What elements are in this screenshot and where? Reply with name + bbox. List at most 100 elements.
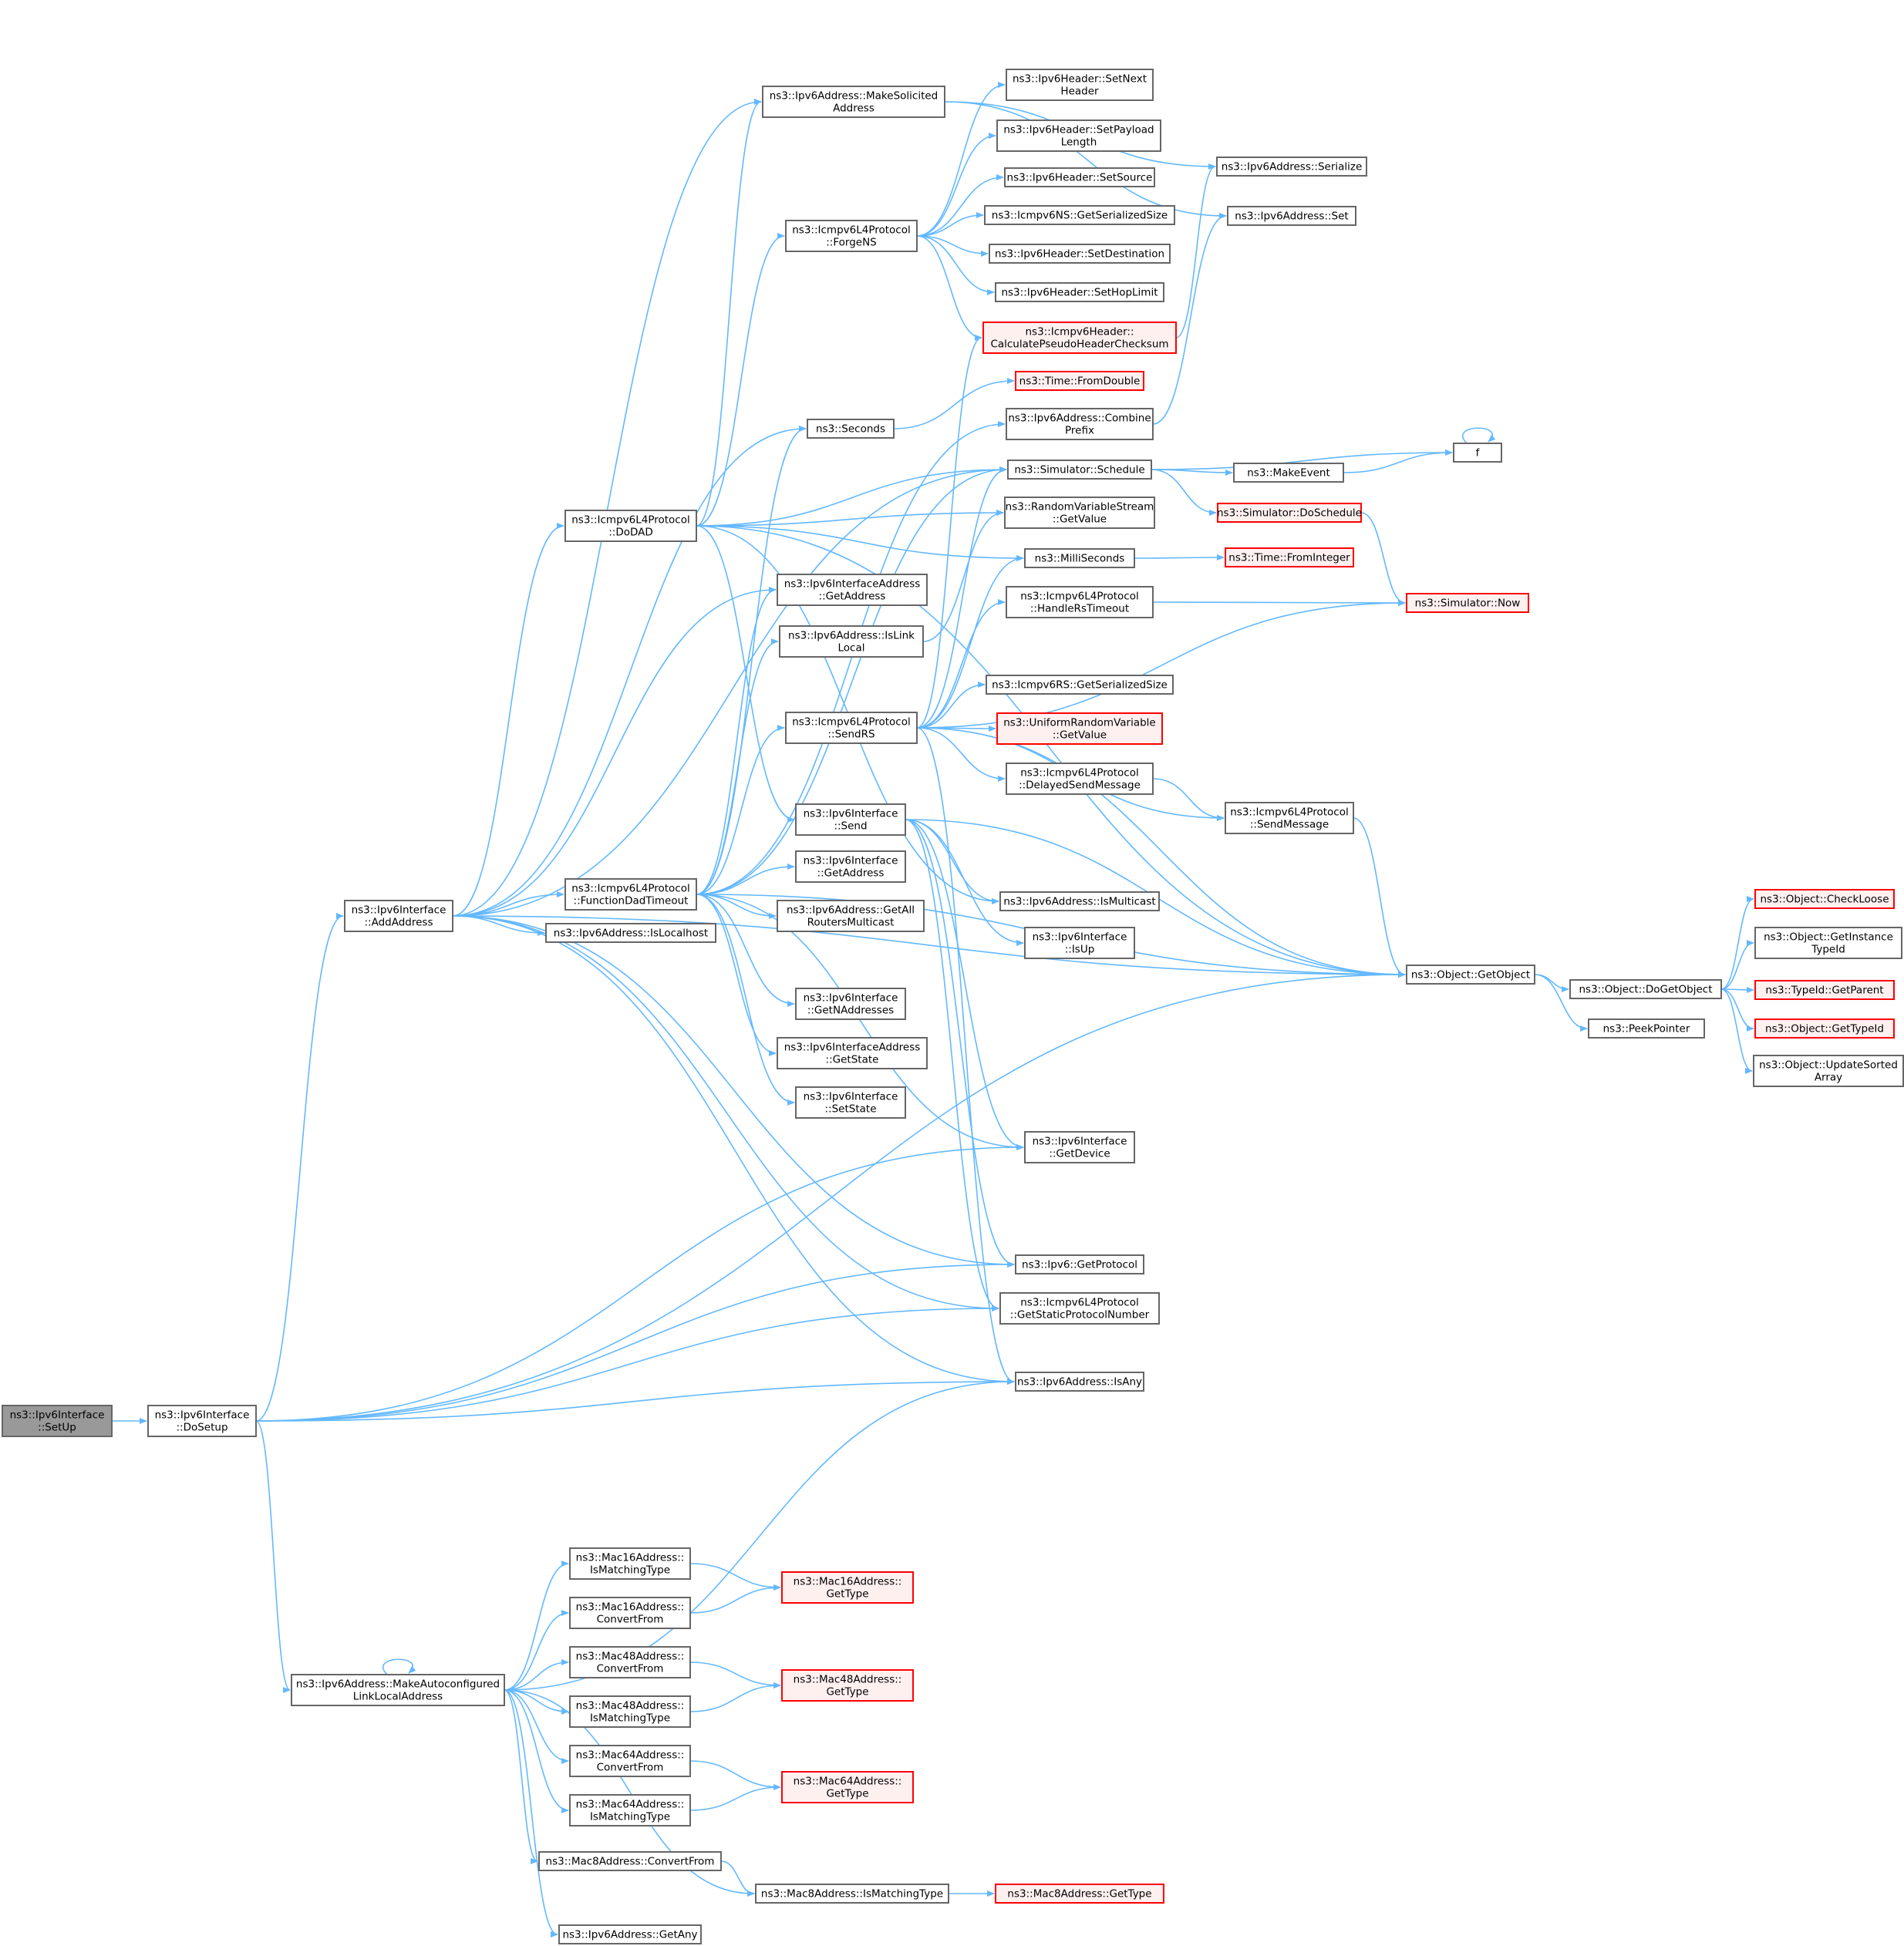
node-label: ::SendMessage (1250, 819, 1329, 831)
node-dosetup[interactable]: ns3::Ipv6Interface::DoSetup (147, 1405, 257, 1437)
node-peekpointer[interactable]: ns3::PeekPointer (1588, 1018, 1705, 1039)
edge-makeautoll-to-makeautoll (382, 1658, 416, 1675)
node-label: ns3::Mac16Address:: (794, 1576, 902, 1588)
node-mac8-gettype[interactable]: ns3::Mac8Address::GetType (995, 1884, 1164, 1904)
node-calcpseudo[interactable]: ns3::Icmpv6Header::CalculatePseudoHeader… (982, 322, 1177, 354)
node-box (779, 625, 924, 658)
node-ismulticast[interactable]: ns3::Ipv6Address::IsMulticast (999, 891, 1160, 911)
node-islocalhost[interactable]: ns3::Ipv6Address::IsLocalhost (545, 923, 716, 943)
node-box (1024, 1131, 1135, 1163)
node-fromdouble[interactable]: ns3::Time::FromDouble (1015, 371, 1144, 391)
node-isup[interactable]: ns3::Ipv6Interface::IsUp (1024, 927, 1135, 959)
node-getobject[interactable]: ns3::Object::GetObject (1406, 965, 1535, 985)
edge-makeautoll-to-mac8-ismatch-group (504, 1689, 755, 1897)
node-mac16-ismatch[interactable]: ns3::Mac16Address::IsMatchingType (569, 1547, 691, 1580)
node-now[interactable]: ns3::Simulator::Now (1406, 593, 1529, 613)
node-setdest[interactable]: ns3::Ipv6Header::SetDestination (989, 244, 1171, 264)
node-addaddress[interactable]: ns3::Ipv6Interface::AddAddress (344, 900, 453, 932)
node-mac16-gettype[interactable]: ns3::Mac16Address::GetType (781, 1571, 914, 1604)
node-handlerstimeout[interactable]: ns3::Icmpv6L4Protocol::HandleRsTimeout (1006, 586, 1154, 618)
node-getnaddr[interactable]: ns3::Ipv6Interface::GetNAddresses (795, 988, 906, 1020)
node-v6if-getaddr[interactable]: ns3::Ipv6Interface::GetAddress (795, 850, 906, 883)
node-mac8-convert[interactable]: ns3::Mac8Address::ConvertFrom (538, 1851, 722, 1871)
node-checkloose[interactable]: ns3::Object::CheckLoose (1754, 889, 1895, 909)
node-urv-getvalue[interactable]: ns3::UniformRandomVariable::GetValue (996, 712, 1163, 745)
node-getprotocol[interactable]: ns3::Ipv6::GetProtocol (1015, 1254, 1144, 1274)
node-getstaticproto[interactable]: ns3::Icmpv6L4Protocol::GetStaticProtocol… (999, 1292, 1160, 1325)
node-milliseconds[interactable]: ns3::MilliSeconds (1024, 548, 1135, 568)
node-getparent[interactable]: ns3::TypeId::GetParent (1754, 980, 1895, 1000)
node-getdevice[interactable]: ns3::Ipv6Interface::GetDevice (1024, 1131, 1135, 1163)
node-dodad[interactable]: ns3::Icmpv6L4Protocol::DoDAD (564, 510, 697, 542)
node-funcdad[interactable]: ns3::Icmpv6L4Protocol::FunctionDadTimeou… (564, 878, 697, 911)
node-label: ::GetState (826, 1054, 879, 1066)
node-gettypeid[interactable]: ns3::Object::GetTypeId (1754, 1018, 1895, 1039)
node-v6ifaddr-getaddr[interactable]: ns3::Ipv6InterfaceAddress::GetAddress (777, 574, 928, 606)
node-seconds[interactable]: ns3::Seconds (807, 419, 895, 439)
node-setup[interactable]: ns3::Ipv6Interface::SetUp (2, 1405, 113, 1437)
node-doschedule[interactable]: ns3::Simulator::DoSchedule (1217, 503, 1362, 523)
node-label: ::DelayedSendMessage (1019, 779, 1141, 792)
node-box (1006, 408, 1154, 440)
node-f[interactable]: f (1453, 443, 1502, 463)
node-dogetobject[interactable]: ns3::Object::DoGetObject (1569, 979, 1722, 999)
node-mac64-convert[interactable]: ns3::Mac64Address::ConvertFrom (569, 1745, 691, 1777)
node-mac64-gettype[interactable]: ns3::Mac64Address::GetType (781, 1771, 914, 1803)
node-sethoplimit[interactable]: ns3::Ipv6Header::SetHopLimit (995, 282, 1164, 302)
node-mac48-ismatch[interactable]: ns3::Mac48Address::IsMatchingType (569, 1695, 691, 1728)
node-mac16-convert[interactable]: ns3::Mac16Address::ConvertFrom (569, 1597, 691, 1629)
node-rvs-getvalue[interactable]: ns3::RandomVariableStream::GetValue (1004, 497, 1155, 529)
node-isany[interactable]: ns3::Ipv6Address::IsAny (1015, 1372, 1144, 1392)
node-frominteger[interactable]: ns3::Time::FromInteger (1225, 547, 1354, 567)
node-serialize[interactable]: ns3::Ipv6Address::Serialize (1216, 157, 1367, 177)
node-mac48-gettype[interactable]: ns3::Mac48Address::GetType (781, 1669, 914, 1702)
edge-funcdad-to-getallrouters-group (696, 894, 777, 919)
edge-funcdad-to-sendrs-group (696, 725, 785, 895)
node-box (1004, 497, 1155, 529)
node-makeautoll[interactable]: ns3::Ipv6Address::MakeAutoconfiguredLink… (291, 1674, 505, 1706)
node-ns-getsize[interactable]: ns3::Icmpv6NS::GetSerializedSize (984, 205, 1175, 225)
node-sendmessage[interactable]: ns3::Icmpv6L4Protocol::SendMessage (1225, 802, 1354, 834)
edge-schedule-to-makeevent (1151, 469, 1233, 476)
node-label: ns3::Ipv6Address::GetAny (562, 1929, 697, 1941)
edge-dogetobject-to-checkloose-group (1720, 896, 1754, 990)
node-sendrs[interactable]: ns3::Icmpv6L4Protocol::SendRS (785, 712, 918, 744)
node-box (1754, 1018, 1895, 1039)
node-box (538, 1851, 722, 1871)
edge-makeautoll-to-mac16-ismatch (504, 1561, 569, 1691)
edge-f-to-f (1461, 427, 1496, 444)
node-box (999, 891, 1160, 911)
node-label: ::HandleRsTimeout (1030, 603, 1129, 615)
node-forgens[interactable]: ns3::Icmpv6L4Protocol::ForgeNS (785, 220, 918, 252)
node-label: ns3::Ipv6Interface (155, 1409, 250, 1422)
node-setstate[interactable]: ns3::Ipv6Interface::SetState (795, 1086, 906, 1119)
node-setsource[interactable]: ns3::Ipv6Header::SetSource (1004, 167, 1155, 187)
node-label: ns3::Ipv6Header::SetDestination (995, 248, 1164, 261)
node-mac64-ismatch[interactable]: ns3::Mac64Address::IsMatchingType (569, 1794, 691, 1826)
node-box (564, 510, 697, 542)
node-schedule[interactable]: ns3::Simulator::Schedule (1007, 460, 1152, 480)
node-label: ns3::Ipv6Address::IsLocalhost (554, 928, 708, 940)
node-makeevent[interactable]: ns3::MakeEvent (1233, 463, 1344, 483)
edge-dodad-to-schedule (696, 466, 1007, 527)
node-mac48-convert[interactable]: ns3::Mac48Address::ConvertFrom (569, 1646, 691, 1678)
node-v6if-send[interactable]: ns3::Ipv6Interface::Send (795, 803, 906, 836)
edge-addaddress-to-makesolicited (452, 99, 762, 917)
node-label: ConvertFrom (597, 1614, 664, 1626)
node-delayedsend[interactable]: ns3::Icmpv6L4Protocol::DelayedSendMessag… (1006, 763, 1154, 795)
node-getany[interactable]: ns3::Ipv6Address::GetAny (558, 1924, 702, 1944)
node-label: RoutersMulticast (807, 917, 895, 929)
node-set[interactable]: ns3::Ipv6Address::Set (1227, 206, 1356, 226)
node-ifaddr-getstate[interactable]: ns3::Ipv6InterfaceAddress::GetState (777, 1037, 928, 1069)
node-mac8-ismatch[interactable]: ns3::Mac8Address::IsMatchingType (755, 1884, 949, 1904)
edges-layer (112, 82, 1754, 1938)
node-rs-getsize[interactable]: ns3::Icmpv6RS::GetSerializedSize (986, 675, 1174, 695)
